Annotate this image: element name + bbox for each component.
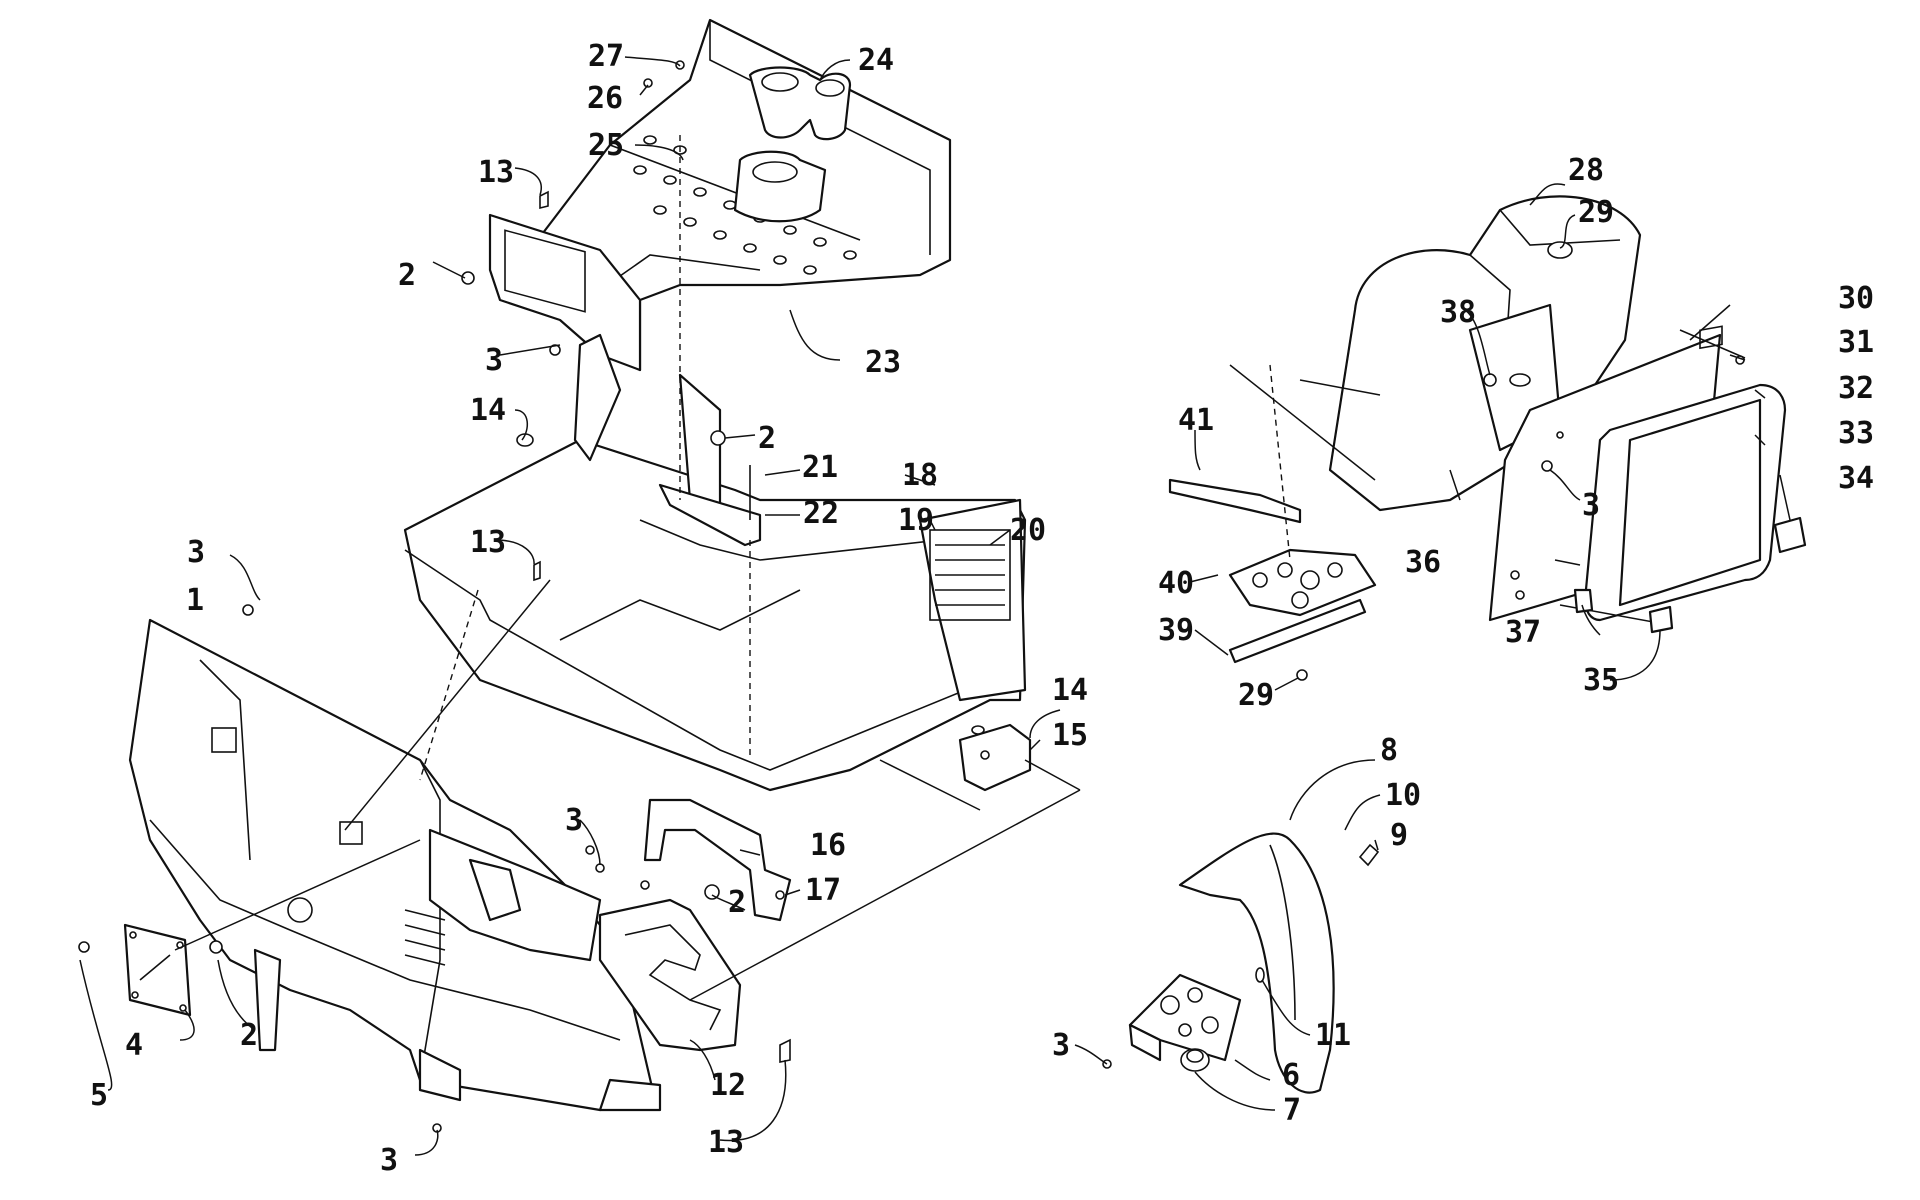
callout-29: 29 bbox=[1578, 195, 1614, 230]
callout-3: 3 bbox=[1582, 488, 1600, 523]
tray-holes bbox=[633, 135, 857, 275]
callout-3: 3 bbox=[380, 1143, 398, 1178]
callout-2: 2 bbox=[728, 885, 746, 920]
decal-lines-part-20 bbox=[935, 544, 1005, 606]
callout-17: 17 bbox=[805, 873, 841, 908]
callout-8: 8 bbox=[1380, 733, 1398, 768]
callout-23: 23 bbox=[865, 345, 901, 380]
main-floor-part-18 bbox=[403, 333, 1027, 792]
callout-41: 41 bbox=[1178, 403, 1214, 438]
door-part-33 bbox=[1618, 325, 1762, 607]
callout-2: 2 bbox=[240, 1018, 258, 1053]
callout-10: 10 bbox=[1385, 778, 1421, 813]
callout-30: 30 bbox=[1838, 281, 1874, 316]
callout-36: 36 bbox=[1405, 545, 1441, 580]
callout-27: 27 bbox=[588, 39, 624, 74]
callout-3: 3 bbox=[485, 343, 503, 378]
callout-24: 24 bbox=[858, 43, 894, 78]
callout-31: 31 bbox=[1838, 325, 1874, 360]
callout-40: 40 bbox=[1158, 566, 1194, 601]
rack-part-40 bbox=[1228, 548, 1377, 617]
callout-15: 15 bbox=[1052, 718, 1088, 753]
latch-part-34 bbox=[1773, 516, 1807, 554]
cup-holder-base-part-25 bbox=[733, 150, 827, 223]
callout-13: 13 bbox=[478, 155, 514, 190]
callout-26: 26 bbox=[587, 81, 623, 116]
bracket-part-15 bbox=[958, 723, 1032, 792]
callout-16: 16 bbox=[810, 828, 846, 863]
side-cover-part-12 bbox=[598, 898, 742, 1052]
vent-slats bbox=[404, 909, 446, 966]
callout-32: 32 bbox=[1838, 371, 1874, 406]
callout-22: 22 bbox=[803, 496, 839, 531]
callout-37: 37 bbox=[1505, 615, 1541, 650]
callout-11: 11 bbox=[1315, 1018, 1351, 1053]
callout-20: 20 bbox=[1010, 513, 1046, 548]
plate-part-4 bbox=[123, 923, 192, 1017]
callout-14: 14 bbox=[1052, 673, 1088, 708]
callout-3: 3 bbox=[1052, 1028, 1070, 1063]
callout-35: 35 bbox=[1583, 663, 1619, 698]
callout-13: 13 bbox=[470, 525, 506, 560]
callout-28: 28 bbox=[1568, 153, 1604, 188]
callout-13: 13 bbox=[708, 1125, 744, 1160]
callout-33: 33 bbox=[1838, 416, 1874, 451]
callout-1: 1 bbox=[186, 583, 204, 618]
grommet-part-7 bbox=[1180, 1048, 1210, 1072]
tube-part-39 bbox=[1228, 598, 1367, 664]
callout-18: 18 bbox=[902, 458, 938, 493]
callout-39: 39 bbox=[1158, 613, 1194, 648]
front-body-part-1 bbox=[128, 618, 662, 1112]
callout-2: 2 bbox=[398, 258, 416, 293]
callout-34: 34 bbox=[1838, 461, 1874, 496]
strap-part-41 bbox=[1168, 478, 1302, 524]
callout-21: 21 bbox=[802, 450, 838, 485]
cup-holder-part-24 bbox=[748, 66, 852, 141]
callout-3: 3 bbox=[187, 535, 205, 570]
alignment-lines bbox=[174, 135, 1746, 1001]
bracket-part-6 bbox=[1128, 973, 1242, 1062]
callout-14: 14 bbox=[470, 393, 506, 428]
callout-29: 29 bbox=[1238, 678, 1274, 713]
callout-labels: 1 2 2 2 2 3 3 3 3 3 3 4 5 6 7 8 9 10 11 … bbox=[90, 39, 1874, 1178]
callout-12: 12 bbox=[710, 1068, 746, 1103]
callout-38: 38 bbox=[1440, 295, 1476, 330]
callout-6: 6 bbox=[1282, 1058, 1300, 1093]
clip-part-37 bbox=[1573, 588, 1594, 614]
callout-2: 2 bbox=[758, 421, 776, 456]
callout-5: 5 bbox=[90, 1078, 108, 1113]
bracket-part-16 bbox=[643, 798, 792, 922]
callout-9: 9 bbox=[1390, 818, 1408, 853]
callout-4: 4 bbox=[125, 1028, 143, 1063]
callout-25: 25 bbox=[588, 128, 624, 163]
callout-3: 3 bbox=[565, 803, 583, 838]
callout-leaders bbox=[79, 56, 1791, 1156]
callout-19: 19 bbox=[898, 503, 934, 538]
callout-7: 7 bbox=[1283, 1093, 1301, 1128]
